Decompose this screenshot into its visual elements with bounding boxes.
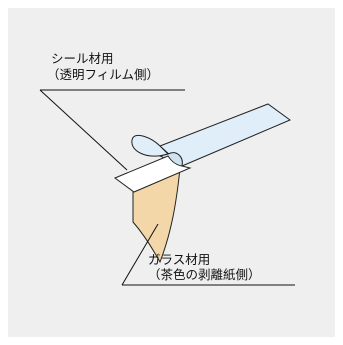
seal-label-line1: シール材用 xyxy=(51,51,114,66)
seal-label-line2: （透明フィルム側） xyxy=(47,67,160,82)
seal-pointer-line xyxy=(39,89,128,171)
film-curl xyxy=(131,134,169,157)
white-tape-body xyxy=(113,155,192,193)
glass-label-line2: （茶色の剥離紙側） xyxy=(148,267,261,282)
glass-label-line1: ガラス材用 xyxy=(148,252,211,267)
glass-pointer-line xyxy=(121,223,159,286)
brown-release-paper xyxy=(132,167,181,264)
